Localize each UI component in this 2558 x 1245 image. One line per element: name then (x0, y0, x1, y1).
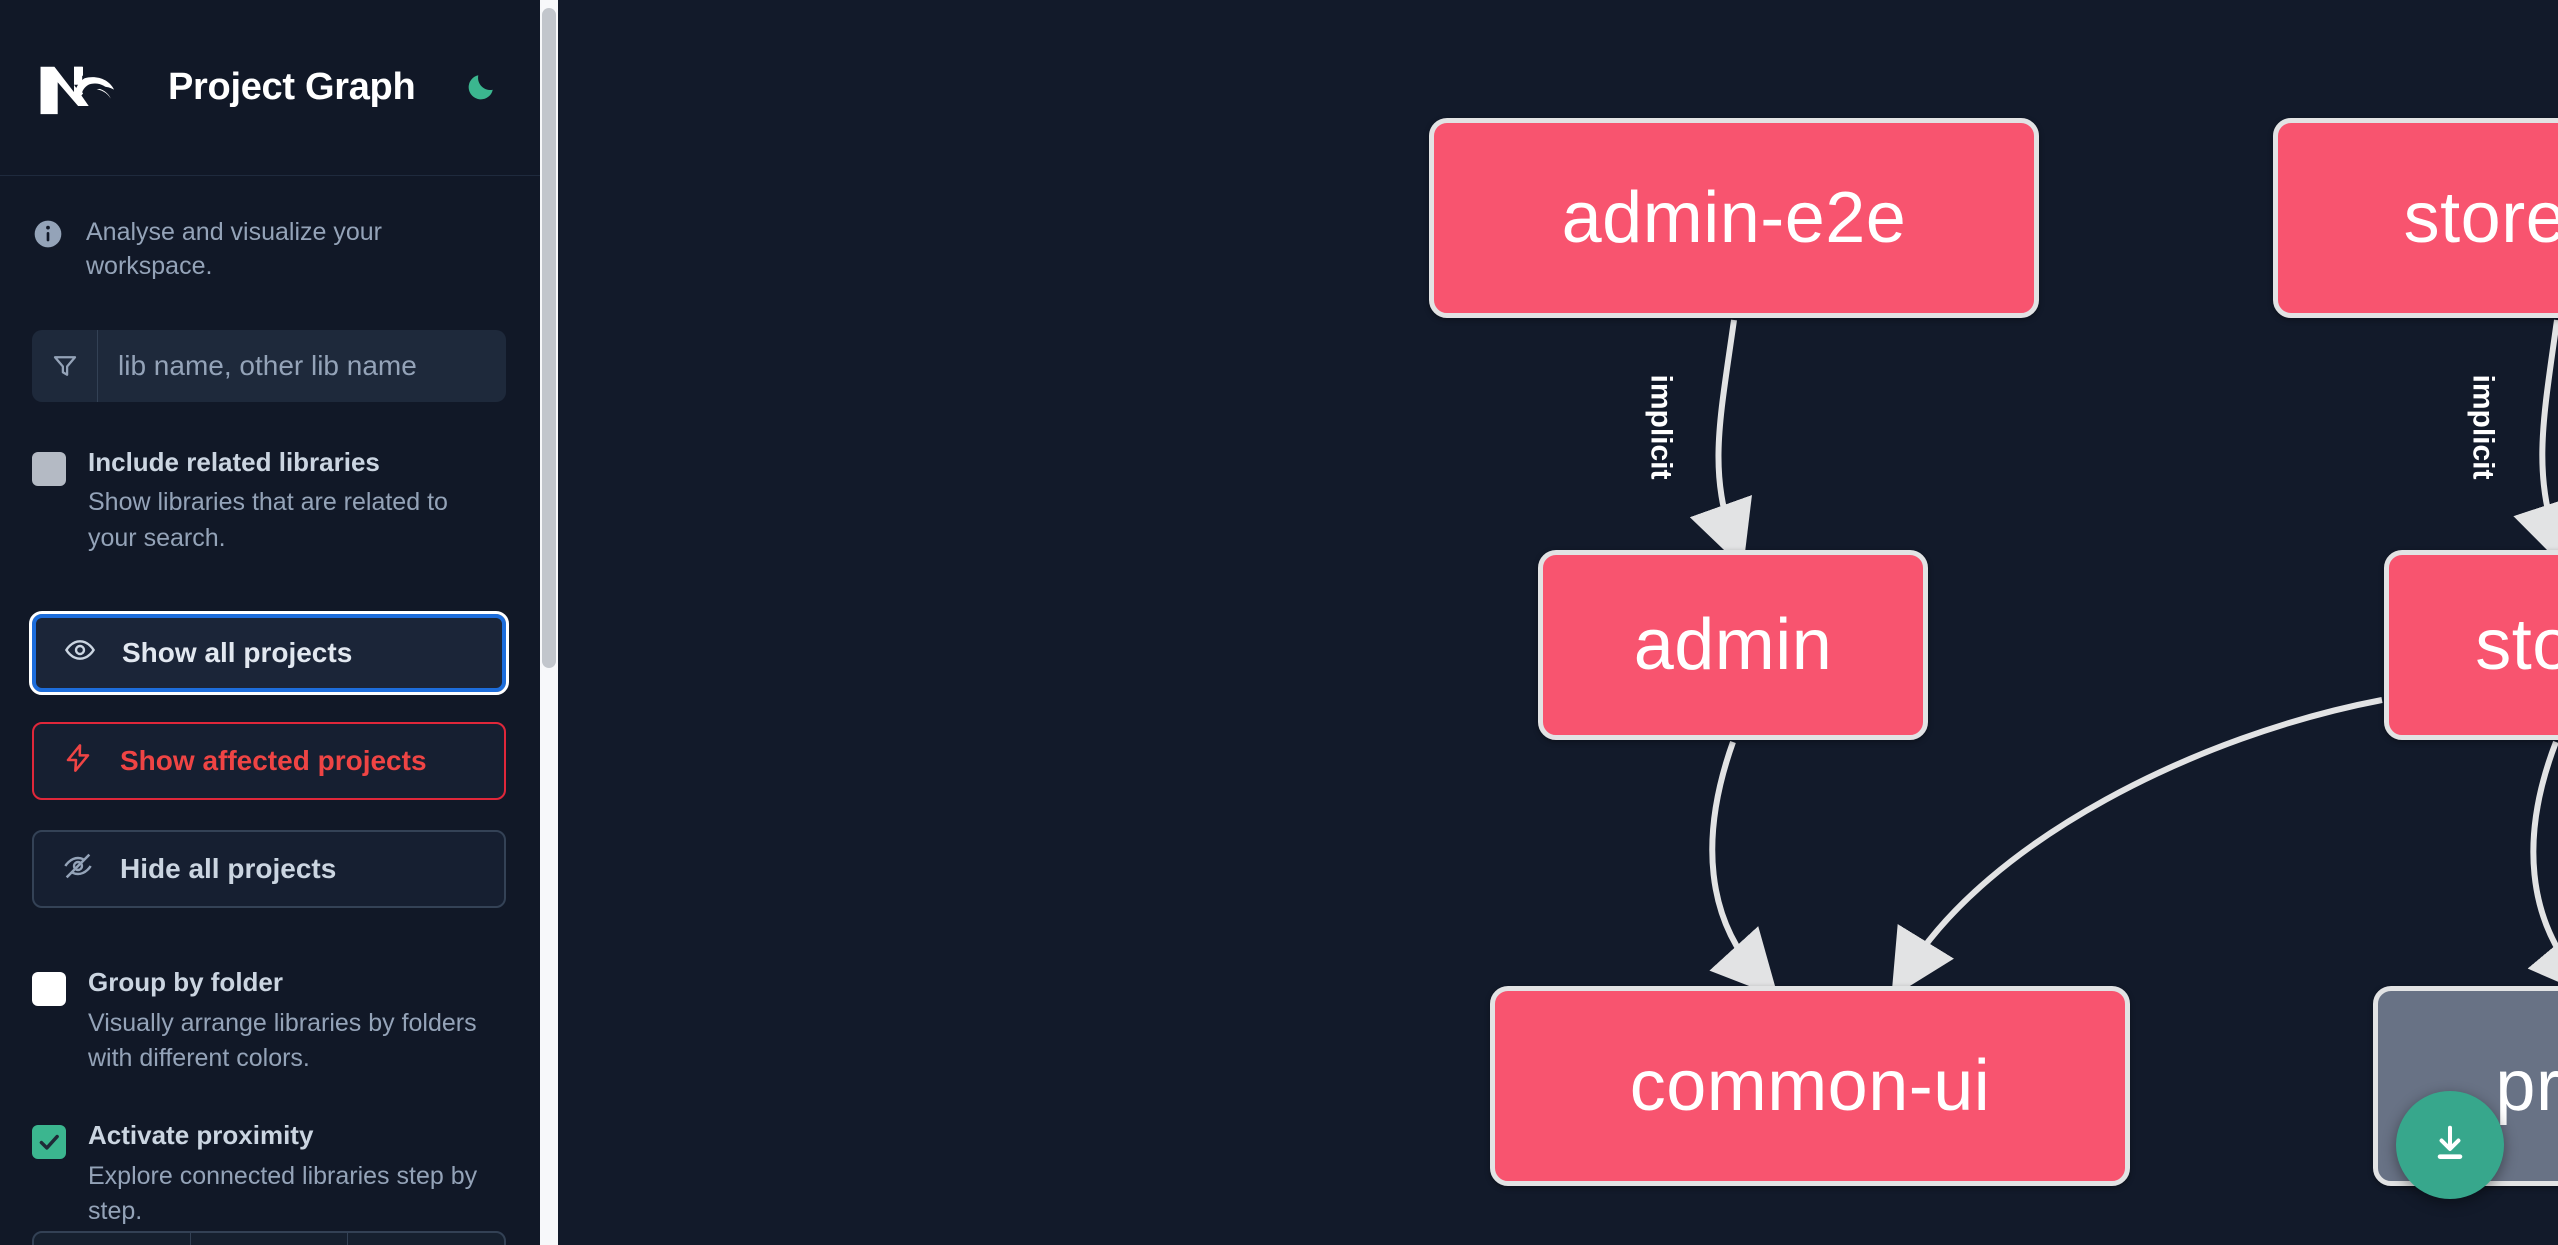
segmented-control-partial[interactable] (32, 1231, 506, 1245)
node-label: admin (1633, 605, 1833, 685)
hide-all-projects-button[interactable]: Hide all projects (32, 830, 506, 909)
hide-all-projects-label: Hide all projects (120, 853, 337, 885)
edge-admin-e2e-to-admin (1689, 319, 1752, 569)
search-input[interactable] (98, 329, 506, 402)
download-icon (2427, 1121, 2473, 1170)
option-description: Show libraries that are related to your … (88, 488, 448, 552)
lightning-icon (62, 742, 94, 781)
option-label: Activate proximity (88, 1119, 314, 1150)
segment-2[interactable] (191, 1233, 348, 1245)
edge-label-implicit-admin: implicit (1644, 374, 1678, 480)
edge-store-e2e-to-store (2513, 319, 2558, 569)
node-label: products (2495, 1046, 2558, 1126)
edge-label-implicit-store: implicit (2466, 374, 2500, 480)
option-label: Group by folder (88, 967, 283, 998)
node-label: store (2475, 605, 2558, 685)
node-label: admin-e2e (1561, 178, 1907, 258)
group-by-folder-checkbox[interactable] (32, 972, 66, 1007)
segment-3[interactable] (348, 1233, 504, 1245)
option-description: Explore connected libraries step by step… (88, 1161, 478, 1226)
show-affected-projects-button[interactable]: Show affected projects (32, 722, 506, 801)
sidebar-scrollbar[interactable] (540, 0, 558, 1245)
option-include-related-libraries[interactable]: Include related libraries Show libraries… (0, 444, 540, 557)
node-label: common-ui (1629, 1046, 1991, 1126)
eye-off-icon (62, 850, 94, 889)
option-group-by-folder[interactable]: Group by folder Visually arrange librari… (0, 964, 540, 1077)
page-title: Project Graph (168, 66, 416, 108)
activate-proximity-checkbox[interactable] (32, 1124, 66, 1159)
include-related-libraries-checkbox[interactable] (32, 451, 66, 486)
workspace-note-text: Analyse and visualize your workspace. (86, 218, 382, 280)
moon-icon[interactable] (457, 65, 503, 111)
graph-node-common-ui[interactable]: common-ui (1490, 986, 2130, 1186)
sidebar-header: Project Graph (0, 0, 540, 176)
workspace-note: Analyse and visualize your workspace. (0, 176, 540, 284)
sidebar-scrollbar-thumb[interactable] (542, 8, 556, 668)
show-all-projects-label: Show all projects (122, 637, 353, 669)
search-field[interactable] (32, 329, 506, 402)
segment-1[interactable] (34, 1233, 191, 1245)
graph-node-store[interactable]: store (2384, 550, 2558, 740)
graph-node-admin-e2e[interactable]: admin-e2e (1429, 118, 2039, 318)
show-all-projects-button[interactable]: Show all projects (29, 611, 509, 696)
graph-node-products[interactable]: products (2373, 986, 2558, 1186)
edge-store-to-common-ui (1891, 697, 2383, 998)
graph-node-admin[interactable]: admin (1538, 550, 1928, 740)
show-affected-projects-label: Show affected projects (120, 745, 427, 777)
sidebar: Project Graph Analyse and visualize your… (0, 0, 558, 1245)
filter-icon (32, 329, 98, 402)
graph-edges (1689, 319, 2558, 999)
edge-admin-to-common-ui (1709, 740, 1779, 998)
download-button[interactable] (2396, 1091, 2504, 1199)
option-description: Visually arrange libraries by folders wi… (88, 1008, 477, 1073)
option-activate-proximity[interactable]: Activate proximity Explore connected lib… (0, 1117, 540, 1230)
info-icon (32, 218, 64, 250)
projects-button-group: Show all projects Show affected projects (29, 611, 509, 909)
option-label: Include related libraries (88, 446, 380, 477)
eye-icon (64, 634, 96, 673)
nx-logo-icon (34, 58, 132, 118)
node-label: store-e2e (2403, 178, 2558, 258)
graph-canvas[interactable]: implicit implicit admin-e2e store-e2e ad… (558, 0, 2558, 1245)
edge-store-to-products (2527, 740, 2558, 999)
graph-node-store-e2e[interactable]: store-e2e (2273, 118, 2558, 318)
